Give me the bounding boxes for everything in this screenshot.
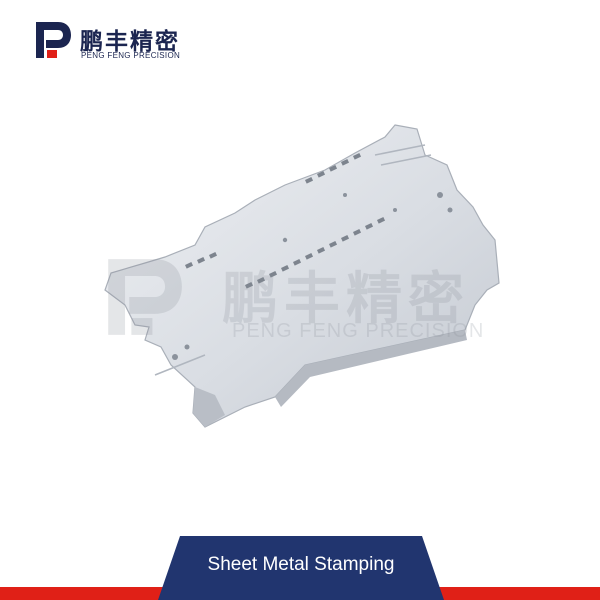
logo-mark-icon	[36, 22, 71, 58]
caption-tab	[158, 536, 444, 600]
brand-name-en: PENG FENG PRECISION	[81, 51, 181, 60]
mounting-holes	[172, 192, 453, 360]
metal-plate	[104, 124, 500, 428]
product-photo	[104, 124, 500, 428]
stamped-ribs	[154, 144, 432, 376]
caption-label: Sheet Metal Stamping	[207, 554, 395, 575]
stamped-slots	[185, 153, 386, 289]
brand-watermark: 鹏丰精密 PENG FENG PRECISION	[104, 252, 504, 352]
caption-bar: Sheet Metal Stamping	[0, 536, 600, 600]
brand-name-cn: 鹏丰精密	[80, 29, 180, 55]
watermark-name-en: PENG FENG PRECISION	[232, 320, 485, 342]
watermark-name-cn: 鹏丰精密	[222, 267, 470, 332]
watermark-mark-icon	[108, 259, 182, 335]
brand-logo: 鹏丰精密 PENG FENG PRECISION	[34, 20, 204, 64]
